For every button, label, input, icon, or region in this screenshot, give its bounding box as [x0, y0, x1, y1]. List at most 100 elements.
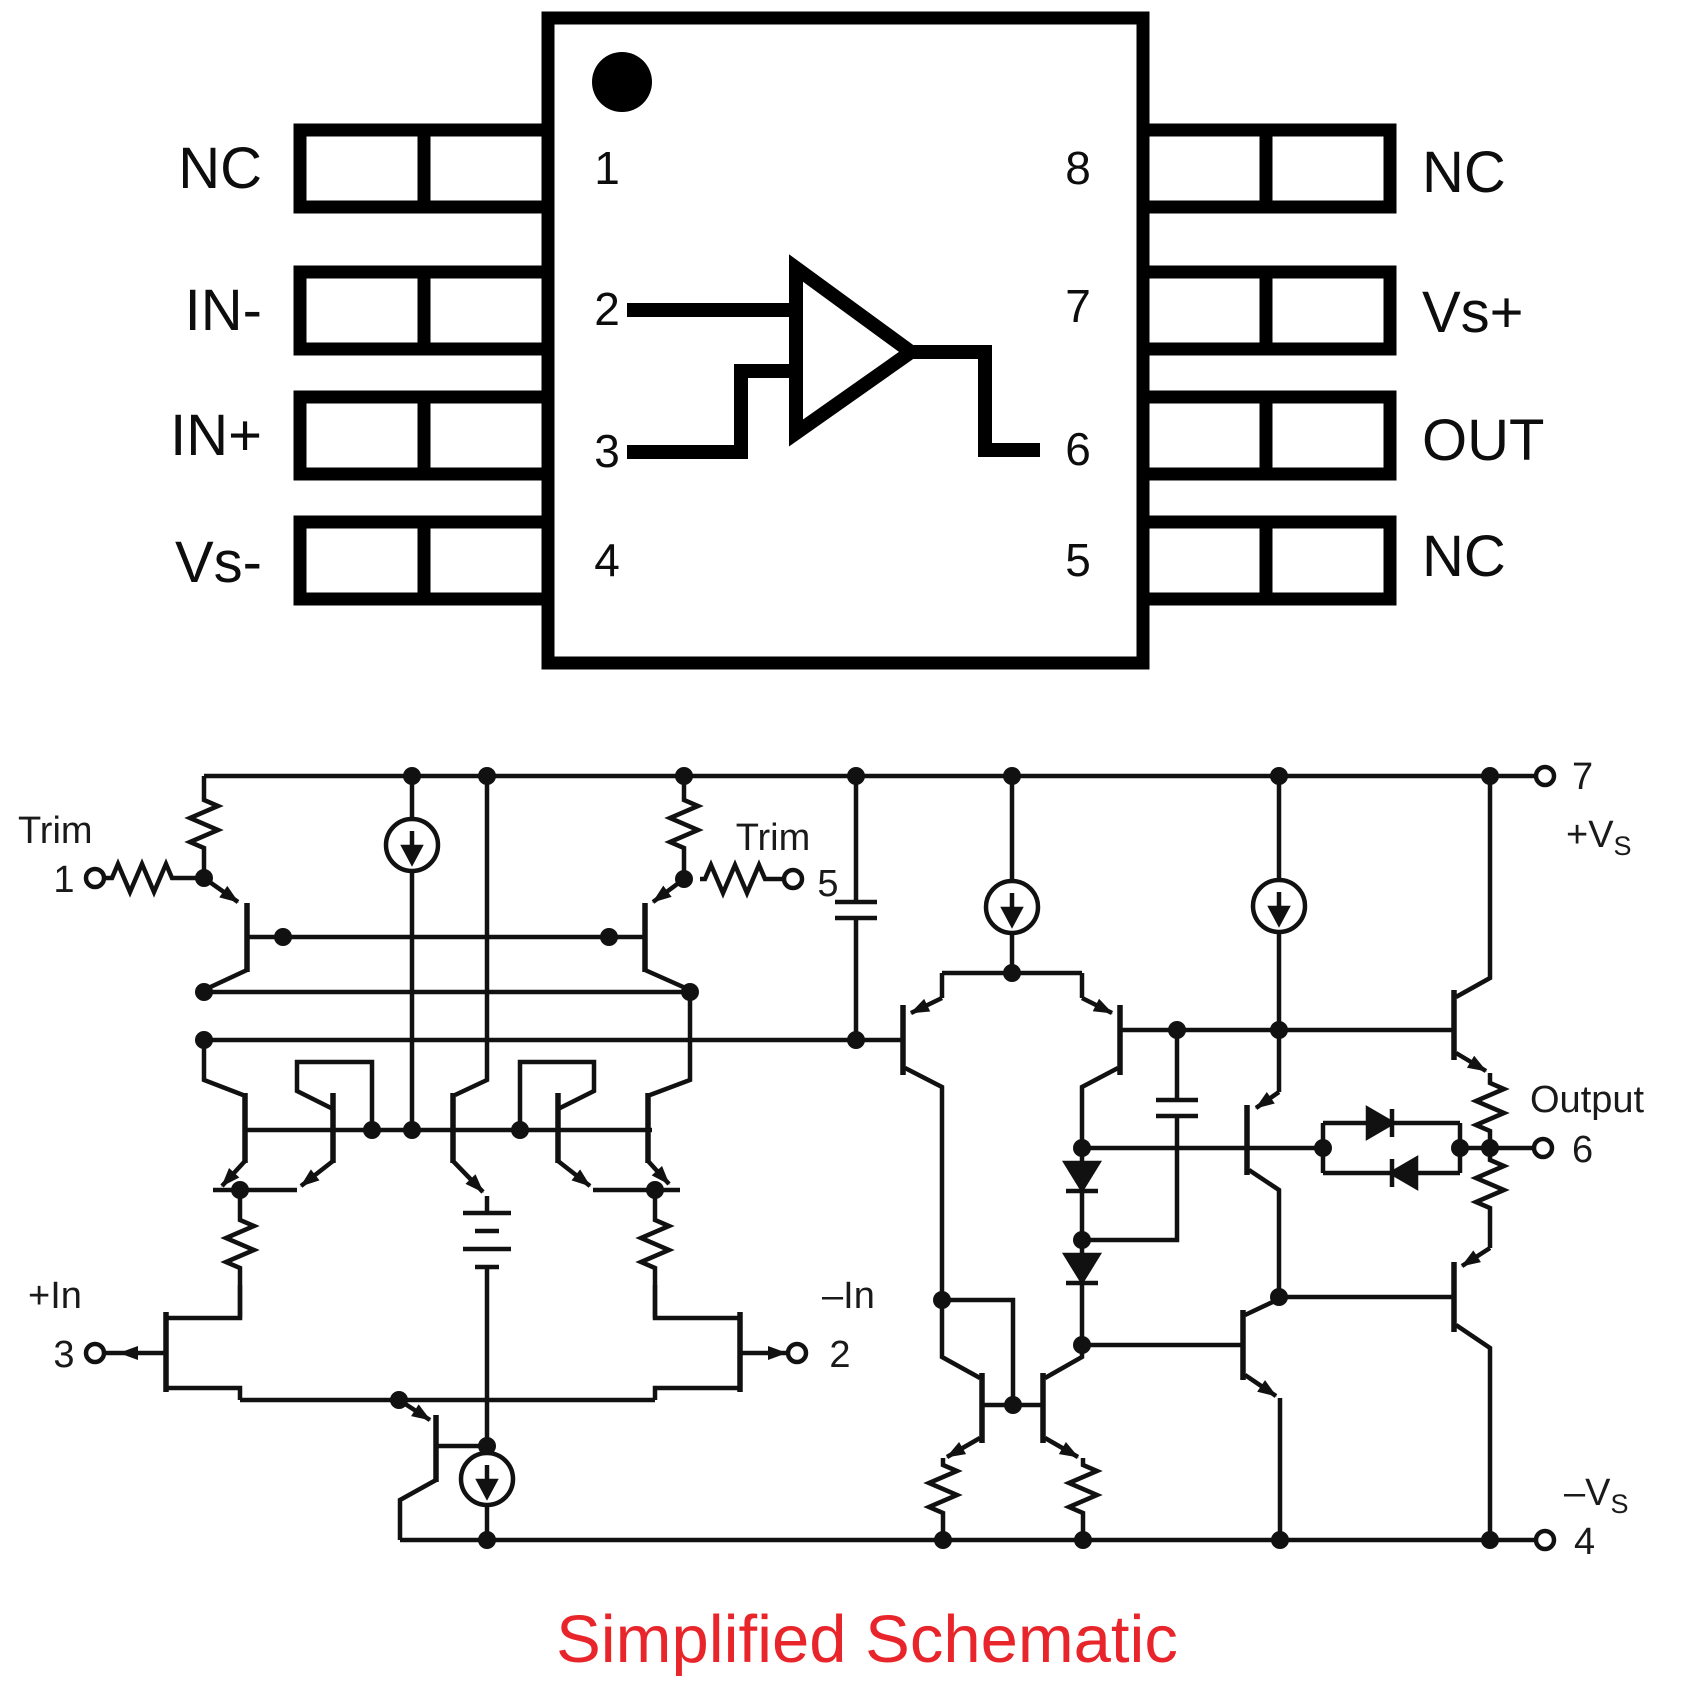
jfet-input-positive: [83, 1285, 243, 1400]
resistor-icon: [190, 795, 218, 865]
schematic-labels: Trim 1 Trim 5 +In 3 –In 2 7 +VS Output 6…: [18, 756, 1645, 1563]
resistor-icon: [1476, 1155, 1504, 1225]
terminal-trim1: [83, 866, 107, 890]
pin-3-number: 3: [594, 425, 620, 477]
package-pin-labels: NC IN- IN+ Vs- NC Vs+ OUT NC: [170, 136, 1544, 595]
negative-supply-rail: [400, 1528, 1557, 1552]
transistor-p-right: [1079, 995, 1123, 1146]
resistor-icon: [107, 864, 181, 892]
pin-3-label: IN+: [170, 403, 262, 468]
wire-t4-hat: [517, 1059, 597, 1128]
battery-icon: [463, 1196, 511, 1444]
diode-icon: [1387, 1155, 1419, 1191]
vneg-label: –VS: [1564, 1472, 1629, 1519]
current-source-icon: [1253, 776, 1305, 1030]
resistor-icon: [641, 1215, 669, 1285]
ic-package: 1 2 3 4 8 7 6 5 NC IN- IN+ Vs- NC Vs+ OU…: [170, 11, 1544, 670]
package-pin-numbers: 1 2 3 4 8 7 6 5: [594, 142, 1091, 586]
trim1-label: Trim: [18, 810, 93, 852]
transistor-t4: [517, 1059, 597, 1188]
right-pin-leads: [1136, 123, 1397, 606]
figure-caption: Simplified Schematic: [556, 1602, 1178, 1677]
diode-icon: [1066, 1163, 1098, 1191]
transistor-driver: [1240, 1296, 1283, 1540]
transistor-n1: [939, 1300, 985, 1460]
resistor-icon: [700, 865, 774, 893]
input-stage: [83, 776, 901, 1540]
transistor-q1: [202, 876, 250, 993]
terminal-pin3: [83, 1341, 107, 1365]
pin-2-number: 2: [594, 283, 620, 335]
transistor-output-npn: [1451, 776, 1493, 1078]
wire-center-cascode: [454, 776, 490, 1098]
output-label: Output: [1530, 1079, 1645, 1121]
resistor-icon: [1069, 1460, 1097, 1530]
diode-icon: [1365, 1105, 1397, 1141]
trim1-pin: 1: [53, 859, 74, 901]
trim5-label: Trim: [736, 817, 811, 859]
trim5-pin: 5: [817, 863, 838, 905]
simplified-schematic: Trim 1 Trim 5 +In 3 –In 2 7 +VS Output 6…: [18, 756, 1645, 1563]
jfet-input-negative: [652, 1285, 809, 1400]
pin-7-label: Vs+: [1422, 280, 1524, 345]
transistor-t5: [645, 1093, 671, 1186]
terminal-trim5: [781, 867, 805, 891]
pin1-index-dot-icon: [592, 52, 652, 112]
wire-right-cascode: [649, 992, 693, 1098]
terminal-pin4: [1533, 1528, 1557, 1552]
second-stage: [900, 776, 1452, 1540]
in-neg-label: –In: [822, 1275, 875, 1317]
junction-dots: [195, 767, 1499, 1549]
diode-icon: [1066, 1255, 1098, 1283]
output-stage: [1082, 776, 1555, 1540]
terminal-pin7: [1533, 764, 1557, 788]
antiparallel-diode-pair: [1320, 1105, 1534, 1191]
transistor-q2: [642, 877, 691, 993]
wire-left-cascode: [201, 1040, 244, 1098]
vpos-pin: 7: [1572, 756, 1593, 798]
capacitor-icon: [835, 776, 877, 1038]
in-pos-label: +In: [28, 1275, 82, 1317]
current-source-icon: [986, 776, 1038, 973]
pin-6-number: 6: [1065, 423, 1091, 475]
transistor-n2: [1040, 1345, 1086, 1460]
pin-4-number: 4: [594, 534, 620, 586]
resistor-icon: [1476, 1078, 1504, 1148]
terminal-pin2: [785, 1341, 809, 1365]
wire-mirror-tie: [942, 1297, 1016, 1405]
positive-supply-rail: [204, 764, 1557, 788]
pin-4-label: Vs-: [175, 530, 262, 595]
left-pin-leads: [293, 123, 555, 606]
transistor-t1: [220, 1093, 248, 1188]
pin-7-number: 7: [1065, 280, 1091, 332]
pin-8-number: 8: [1065, 142, 1091, 194]
wire-t2-hat: [294, 1059, 375, 1128]
resistor-icon: [670, 795, 698, 865]
vneg-label-sub: S: [1610, 1489, 1628, 1519]
in-pos-pin: 3: [53, 1334, 74, 1376]
opamp-triangle-icon: [627, 254, 1040, 459]
transistor-t3: [450, 1093, 485, 1194]
transistor-cascode: [1244, 1090, 1282, 1295]
pin-5-label: NC: [1422, 524, 1506, 589]
transistor-p-left: [900, 995, 945, 1298]
output-pin: 6: [1572, 1129, 1593, 1171]
pin-6-label: OUT: [1422, 408, 1544, 473]
pin-1-number: 1: [594, 142, 620, 194]
pin-2-label: IN-: [185, 278, 262, 343]
transistor-output-pnp: [1281, 1246, 1493, 1540]
vneg-pin: 4: [1574, 1521, 1595, 1563]
capacitor-icon: [1082, 1030, 1198, 1243]
pin-1-label: NC: [178, 136, 262, 201]
vpos-label: +VS: [1566, 814, 1632, 861]
current-source-icon: [386, 776, 438, 1128]
resistor-icon: [929, 1460, 957, 1530]
in-neg-pin: 2: [829, 1334, 850, 1376]
current-source-icon: [461, 1446, 513, 1540]
vpos-label-main: +V: [1566, 814, 1614, 856]
transistor-t2: [294, 1059, 375, 1188]
vpos-label-sub: S: [1614, 831, 1632, 861]
pin-5-number: 5: [1065, 534, 1091, 586]
